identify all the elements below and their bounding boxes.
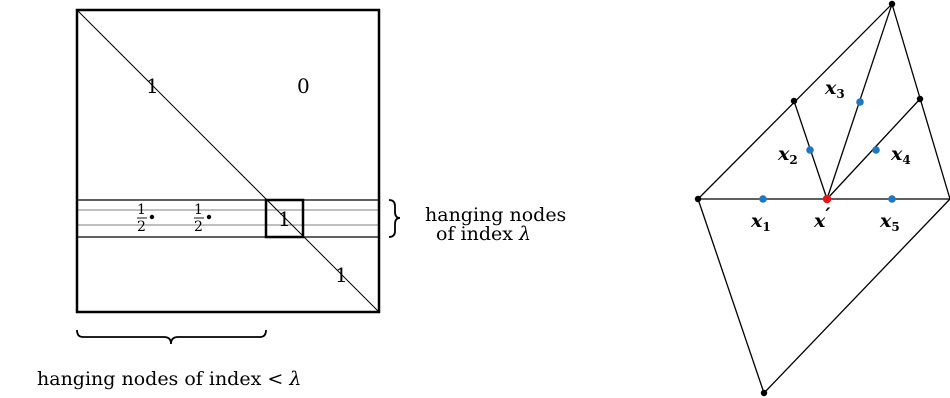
edge-bottom-right — [763, 198, 950, 394]
bottom-brace-label: hanging nodes of index < λ — [37, 368, 301, 390]
label-x5-sub: 5 — [891, 220, 899, 234]
label-x4-base: x — [890, 143, 903, 165]
interpolation-matrix: 1 0 1 1 1 2 1 2 hanging nodes of index λ… — [37, 8, 566, 390]
bottom-brace — [76, 329, 267, 345]
label-x4-sub: 4 — [902, 153, 910, 167]
label-x3-base: x — [824, 77, 837, 99]
edge-left-bottom — [697, 198, 765, 394]
half-2-denominator: 2 — [194, 219, 203, 235]
vertex-bottom — [760, 389, 768, 397]
matrix-diagonal — [76, 9, 380, 313]
vertex-left-mid — [790, 97, 798, 105]
label-x2-sub: 2 — [789, 153, 797, 167]
matrix-outer-square — [75, 8, 381, 314]
hanging-nodes — [759, 98, 896, 204]
label-x1-base: x — [750, 210, 763, 232]
lambda-symbol-bottom: λ — [288, 368, 301, 390]
label-x2: x2 — [777, 143, 798, 167]
bottom-brace-label-text: hanging nodes of index < — [37, 368, 289, 390]
right-brace — [388, 199, 401, 238]
right-brace-label-line2: of index λ — [436, 223, 531, 245]
lambda-symbol-right: λ — [518, 223, 531, 245]
label-x1-sub: 1 — [762, 220, 770, 234]
node-x1 — [759, 195, 767, 203]
node-x4 — [872, 146, 880, 154]
label-x1: x1 — [750, 210, 771, 234]
entry-one-upper: 1 — [146, 74, 159, 98]
entry-one-boxed: 1 — [278, 207, 291, 231]
entry-half-1: 1 2 — [137, 202, 155, 235]
half-1-dot — [149, 214, 155, 220]
entry-half-2: 1 2 — [194, 202, 212, 235]
node-xprime — [822, 194, 832, 204]
half-2-dot — [206, 214, 212, 220]
label-xprime: x′ — [813, 204, 830, 232]
vertex-right-mid — [916, 95, 924, 103]
entry-zero: 0 — [297, 74, 310, 98]
node-x2 — [806, 146, 814, 154]
right-brace-label-line1: hanging nodes — [425, 204, 566, 226]
label-xprime-prime: ′ — [825, 204, 830, 226]
label-x5: x5 — [879, 210, 900, 234]
half-1-denominator: 2 — [137, 219, 146, 235]
node-x5 — [888, 195, 896, 203]
label-xprime-base: x — [813, 210, 826, 232]
half-2-numerator: 1 — [194, 202, 203, 218]
vertex-top — [888, 0, 896, 8]
refined-mesh: x1 x2 x3 x4 x5 x′ — [694, 0, 950, 397]
label-x2-base: x — [777, 143, 790, 165]
label-x5-base: x — [879, 210, 892, 232]
mesh-vertices — [694, 0, 924, 397]
vertex-left — [694, 195, 702, 203]
diagonal-entry-box — [264, 198, 305, 239]
node-x3 — [856, 98, 864, 106]
label-x4: x4 — [890, 143, 911, 167]
label-x3-sub: 3 — [836, 87, 844, 101]
right-brace-label-line2-text: of index — [436, 223, 519, 245]
entry-one-lower: 1 — [335, 263, 348, 287]
label-x3: x3 — [824, 77, 845, 101]
half-1-numerator: 1 — [137, 202, 146, 218]
